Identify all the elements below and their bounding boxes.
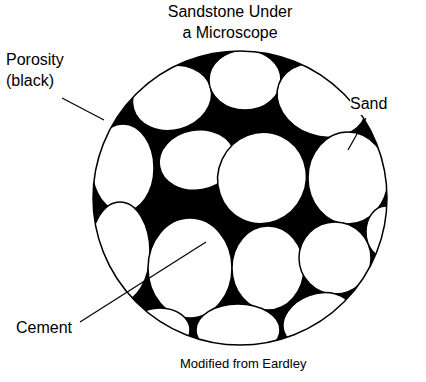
microscope-field: [93, 51, 387, 345]
diagram-title: Sandstone Under a Microscope: [163, 2, 297, 44]
sand-label: Sand: [350, 94, 387, 115]
sand-grains: [90, 50, 406, 357]
cement-label: Cement: [16, 318, 72, 339]
porosity-label: Porosity (black): [6, 50, 84, 92]
source-caption: Modified from Eardley: [180, 356, 306, 373]
thin-section: [90, 50, 406, 357]
leader-line: [80, 242, 206, 322]
leader-line: [348, 118, 366, 150]
leader-line: [62, 98, 104, 120]
